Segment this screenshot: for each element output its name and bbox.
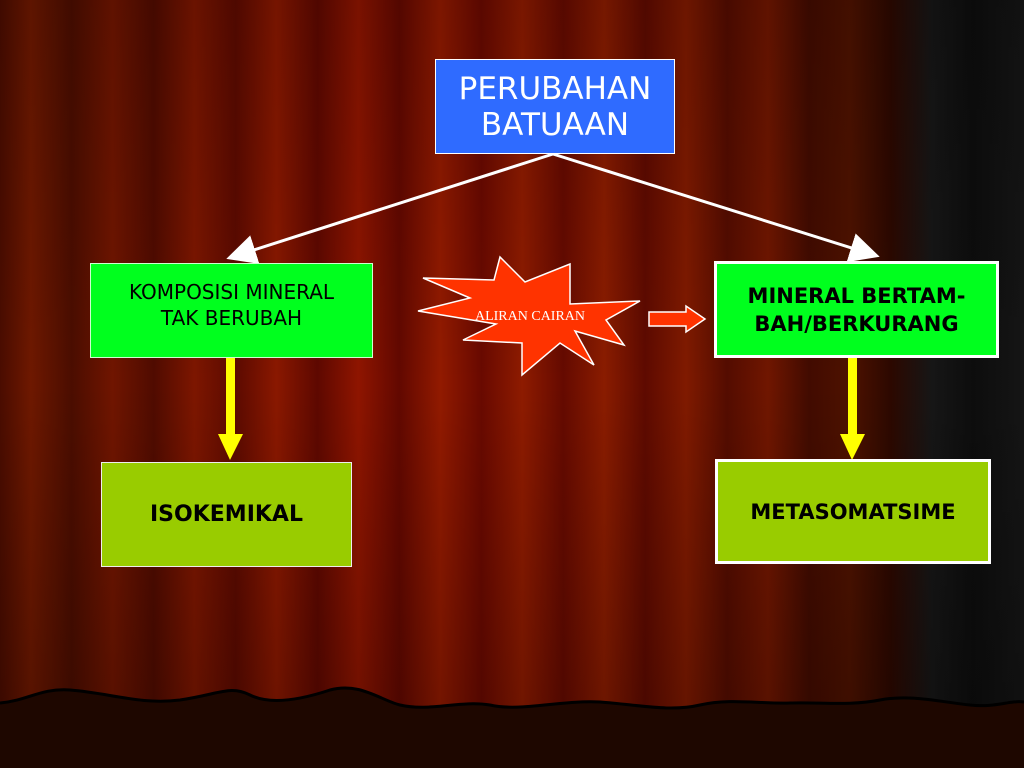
left-category-box: KOMPOSISI MINERAL TAK BERUBAH — [90, 263, 373, 358]
metasomatsime-label: METASOMATSIME — [750, 500, 956, 524]
down-arrow-left — [218, 358, 243, 460]
right-category-box: MINERAL BERTAM- BAH/BERKURANG — [714, 261, 999, 358]
isokemikal-label: ISOKEMIKAL — [150, 502, 303, 527]
arrow-to-right-box — [552, 152, 880, 263]
star-label: ALIRAN CAIRAN — [474, 309, 586, 324]
metasomatsime-box: METASOMATSIME — [715, 459, 991, 564]
side-arrow — [648, 304, 707, 334]
left-line-1: KOMPOSISI MINERAL — [128, 279, 335, 304]
title-line-2: BATUAAN — [480, 106, 630, 143]
title-line-1: PERUBAHAN — [458, 70, 652, 107]
arrow-to-left-box — [226, 152, 554, 264]
left-line-2: TAK BERUBAH — [160, 305, 303, 330]
isokemikal-box: ISOKEMIKAL — [101, 462, 352, 567]
star-burst — [417, 255, 641, 377]
down-arrow-right — [840, 358, 865, 460]
right-line-1: MINERAL BERTAM- — [747, 284, 966, 308]
title-box: PERUBAHAN BATUAAN — [435, 59, 675, 154]
right-line-2: BAH/BERKURANG — [754, 312, 959, 336]
